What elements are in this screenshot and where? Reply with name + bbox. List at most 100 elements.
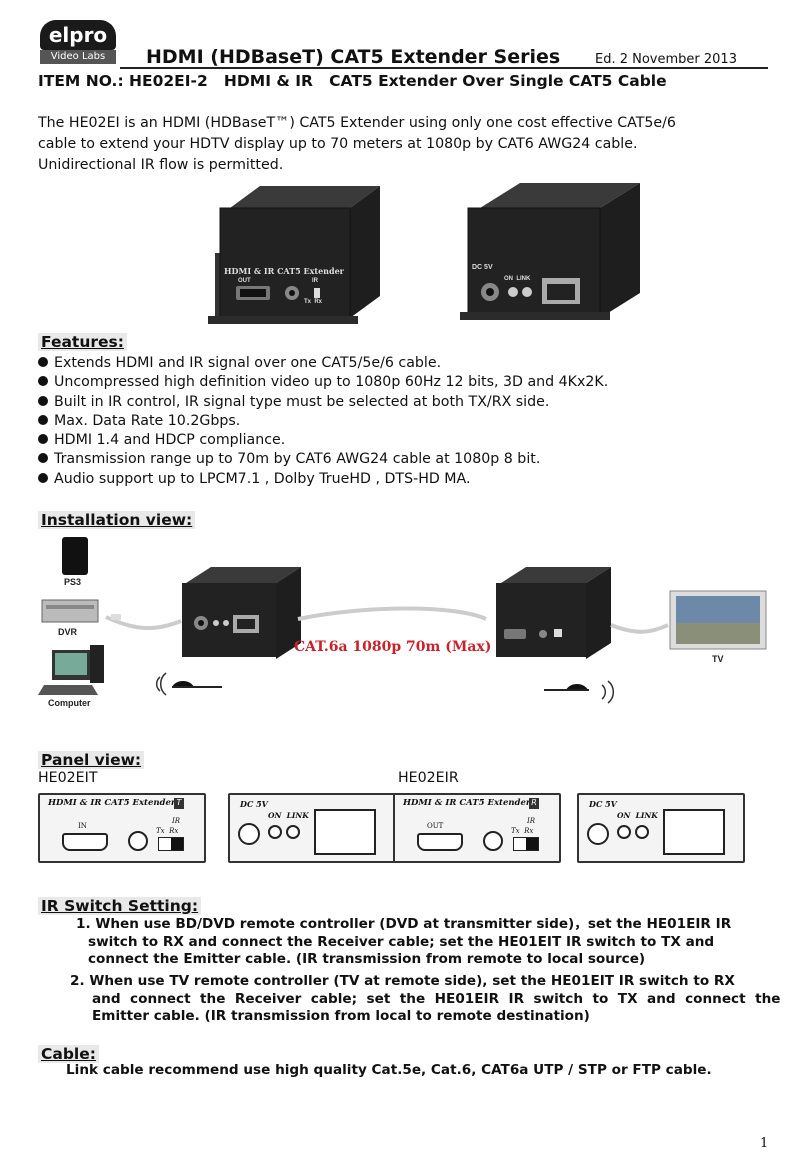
ir-step-line: Emitter cable. (IR transmission from loc… — [92, 1008, 590, 1024]
hdmi-port-icon — [417, 833, 463, 851]
intro-line: The HE02EI is an HDMI (HDBaseT™) CAT5 Ex… — [38, 115, 676, 131]
feature-text: Audio support up to LPCM7.1 , Dolby True… — [54, 470, 471, 487]
panel-dc-label: DC 5V — [589, 799, 617, 809]
rj45-port-icon — [663, 809, 725, 855]
panel-view-heading: Panel view: — [38, 751, 145, 769]
feature-item: Max. Data Rate 10.2Gbps. — [38, 412, 608, 431]
panel-tx-front: HDMI & IR CAT5 Extender T IN IR Tx Rx — [38, 793, 206, 863]
panel-onlink-label: ON LINK — [617, 811, 658, 820]
feature-text: Extends HDMI and IR signal over one CAT5… — [54, 355, 442, 371]
installation-heading-wrap: Installation view: — [38, 510, 196, 529]
ir-jack-icon — [128, 831, 148, 851]
ir-switch-icon — [513, 837, 539, 851]
source-ps3-label: PS3 — [64, 577, 82, 587]
source-computer-label: Computer — [48, 698, 91, 708]
bullet-icon — [38, 357, 48, 367]
panel-title: HDMI & IR CAT5 Extender — [48, 798, 176, 808]
intro-line: Unidirectional IR flow is permitted. — [38, 157, 284, 173]
rj45-port-icon — [314, 809, 376, 855]
feature-text: Transmission range up to 70m by CAT6 AWG… — [54, 451, 541, 468]
panel-badge: R — [529, 798, 539, 809]
logo-wordmark: elpro — [40, 20, 116, 50]
intro-paragraph: The HE02EI is an HDMI (HDBaseT™) CAT5 Ex… — [38, 113, 778, 176]
tv-label: TV — [712, 654, 724, 664]
feature-text: Max. Data Rate 10.2Gbps. — [54, 412, 241, 429]
cable-text: Link cable recommend use high quality Ca… — [66, 1062, 712, 1078]
panel-rx-back: DC 5V ON LINK — [577, 793, 745, 863]
panel-dc-label: DC 5V — [240, 799, 268, 809]
logo-tagline: Video Labs — [40, 50, 116, 64]
header-rule — [120, 45, 768, 69]
intro-line: cable to extend your HDTV display up to … — [38, 136, 638, 152]
product-photo-graphic — [208, 183, 640, 324]
feature-item: Transmission range up to 70m by CAT6 AWG… — [38, 450, 608, 469]
installation-diagram: PS3 DVR Computer CAT.6a 1080p 70m (Max) … — [36, 535, 776, 715]
series-title: HDMI (HDBaseT) CAT5 Extender Series — [146, 46, 561, 68]
ir-step-1: 1. When use BD/DVD remote controller (DV… — [76, 916, 731, 969]
front-unit-label: HDMI & IR CAT5 Extender — [224, 266, 344, 276]
feature-text: HDMI 1.4 and HDCP compliance. — [54, 432, 286, 449]
ir-heading-wrap: IR Switch Setting: — [38, 896, 202, 915]
feature-item: HDMI 1.4 and HDCP compliance. — [38, 431, 608, 450]
cable-heading-wrap: Cable: — [38, 1044, 99, 1063]
feature-text: Built in IR control, IR signal type must… — [54, 393, 550, 410]
features-heading: Features: — [38, 333, 127, 351]
feature-item: Extends HDMI and IR signal over one CAT5… — [38, 354, 608, 373]
features-heading-wrap: Features: — [38, 332, 127, 351]
ir-jack-icon — [483, 831, 503, 851]
on-led-icon — [617, 825, 631, 839]
hdmi-port-icon — [62, 833, 108, 851]
ir-step-line: 2. When use TV remote controller (TV at … — [70, 973, 735, 989]
installation-graphic — [38, 537, 767, 704]
cable-spec-label: CAT.6a 1080p 70m (Max) — [294, 639, 492, 655]
ir-switch-icon — [158, 837, 184, 851]
bullet-icon — [38, 414, 48, 425]
panel-rx-front: HDMI & IR CAT5 Extender R OUT IR Tx Rx — [393, 793, 561, 863]
page-number: 1 — [760, 1136, 769, 1151]
ir-step-2: 2. When use TV remote controller (TV at … — [70, 973, 780, 1026]
panel-ir-label: IR — [172, 817, 181, 825]
ir-step-line: connect the Emitter cable. (IR transmiss… — [88, 951, 646, 967]
front-txrx-label: Tx Rx — [304, 299, 323, 305]
panel-badge: T — [174, 798, 184, 809]
panel-tx-back: DC 5V ON LINK — [228, 793, 396, 863]
panel-txrx-label: Tx Rx — [511, 827, 534, 835]
feature-text: Uncompressed high definition video up to… — [54, 374, 609, 391]
panel-onlink-label: ON LINK — [268, 811, 309, 820]
ir-step-line: and connect the Receiver cable; set the … — [92, 990, 781, 1007]
source-dvr-label: DVR — [58, 627, 78, 637]
panel-port-label: OUT — [427, 822, 444, 830]
panel-model-rx: HE02EIR — [398, 770, 459, 786]
back-onlink-label: ON LINK — [504, 276, 531, 282]
edition-date: Ed. 2 November 2013 — [595, 52, 737, 67]
feature-item: Built in IR control, IR signal type must… — [38, 393, 608, 412]
item-number: ITEM NO.: HE02EI-2 HDMI & IR CAT5 Extend… — [38, 72, 667, 90]
bullet-icon — [38, 434, 48, 445]
ir-step-line: switch to RX and connect the Receiver ca… — [88, 933, 715, 950]
on-led-icon — [268, 825, 282, 839]
installation-heading: Installation view: — [38, 511, 196, 529]
link-led-icon — [635, 825, 649, 839]
back-dc-label: DC 5V — [472, 264, 493, 271]
bullet-icon — [38, 472, 48, 483]
panel-heading-wrap: Panel view: — [38, 750, 145, 769]
front-ir-label: IR — [312, 278, 318, 284]
link-led-icon — [286, 825, 300, 839]
feature-item: Uncompressed high definition video up to… — [38, 373, 608, 392]
ir-step-line: 1. When use BD/DVD remote controller (DV… — [76, 916, 732, 932]
panel-txrx-label: Tx Rx — [156, 827, 179, 835]
cable-heading: Cable: — [38, 1045, 99, 1063]
dc-jack-icon — [587, 823, 609, 845]
panel-port-label: IN — [78, 822, 87, 830]
bullet-icon — [38, 453, 48, 464]
bullet-icon — [38, 376, 48, 387]
panel-title: HDMI & IR CAT5 Extender — [403, 798, 531, 808]
ir-switch-heading: IR Switch Setting: — [38, 897, 202, 915]
dc-jack-icon — [238, 823, 260, 845]
bullet-icon — [38, 395, 48, 406]
panel-model-tx: HE02EIT — [38, 770, 98, 786]
features-list: Extends HDMI and IR signal over one CAT5… — [38, 354, 608, 489]
brand-logo: elpro Video Labs — [40, 20, 116, 64]
panel-ir-label: IR — [527, 817, 536, 825]
feature-item: Audio support up to LPCM7.1 , Dolby True… — [38, 470, 608, 489]
